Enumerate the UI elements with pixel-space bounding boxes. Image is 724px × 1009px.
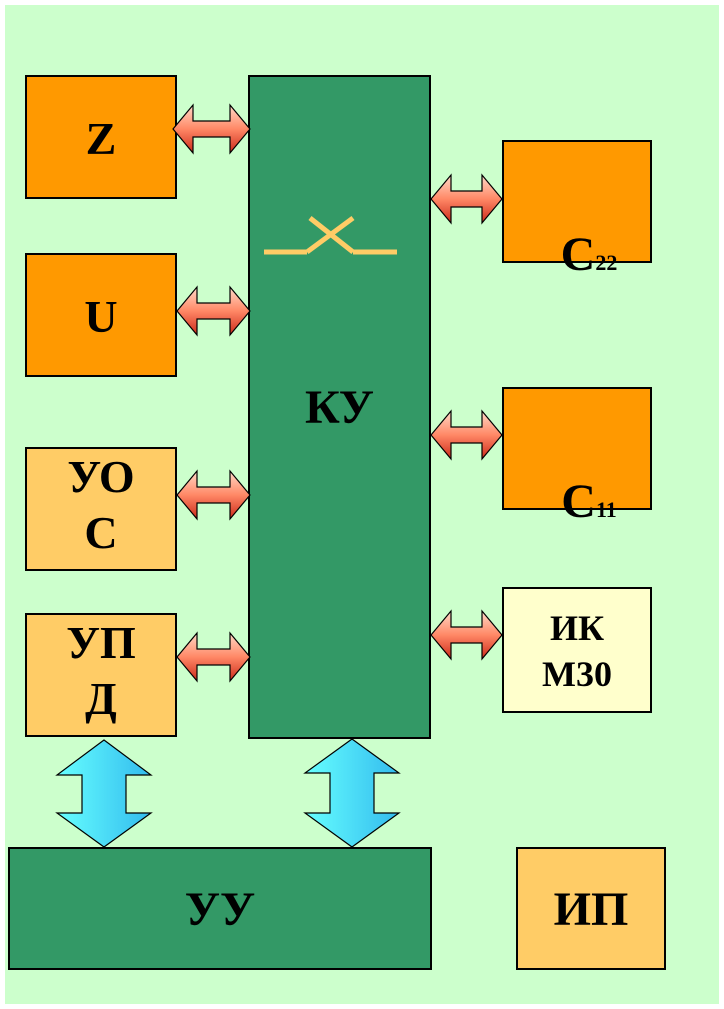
diagram-canvas: Z U УО С УП Д КУ С22 С11 ИК М30 УУ ИП <box>5 5 719 1004</box>
block-c22-subscript: 22 <box>595 250 618 275</box>
block-ikm30-label: ИК М30 <box>542 608 612 694</box>
connections-layer <box>55 103 503 848</box>
block-z-label: Z <box>85 113 117 164</box>
block-ku-label: КУ <box>304 381 375 434</box>
arrow-upd-uu <box>55 739 153 848</box>
arrow-ku-c11 <box>430 409 503 461</box>
block-u-label: U <box>84 291 118 342</box>
block-uu: УУ <box>8 847 432 970</box>
block-u: U <box>25 253 177 377</box>
block-uos: УО С <box>25 447 177 571</box>
block-ku: КУ <box>248 75 431 739</box>
block-uos-label: УО С <box>67 451 135 558</box>
block-c22-letter: С <box>560 228 596 281</box>
block-uu-label: УУ <box>184 883 256 936</box>
block-z: Z <box>25 75 177 199</box>
block-ikm30: ИК М30 <box>502 587 652 713</box>
block-c11: С11 <box>502 387 652 528</box>
block-upd-label: УП Д <box>66 617 136 724</box>
arrow-ku-ikm30 <box>430 609 503 661</box>
block-c11-subscript: 11 <box>595 497 617 522</box>
arrow-z-ku <box>172 103 251 155</box>
block-c11-label: С11 <box>504 424 650 591</box>
switch-symbol <box>264 215 397 255</box>
block-ip-label: ИП <box>553 883 629 936</box>
arrow-upd-ku <box>176 631 251 683</box>
arrow-ku-c22 <box>430 173 503 225</box>
arrow-u-ku <box>176 285 251 337</box>
block-c22-label: С22 <box>504 177 650 344</box>
arrow-ku-uu <box>303 738 401 848</box>
block-ip: ИП <box>516 847 666 970</box>
block-c22: С22 <box>502 140 652 281</box>
arrow-uos-ku <box>176 469 251 521</box>
block-c11-letter: С <box>561 475 596 528</box>
block-upd: УП Д <box>25 613 177 737</box>
